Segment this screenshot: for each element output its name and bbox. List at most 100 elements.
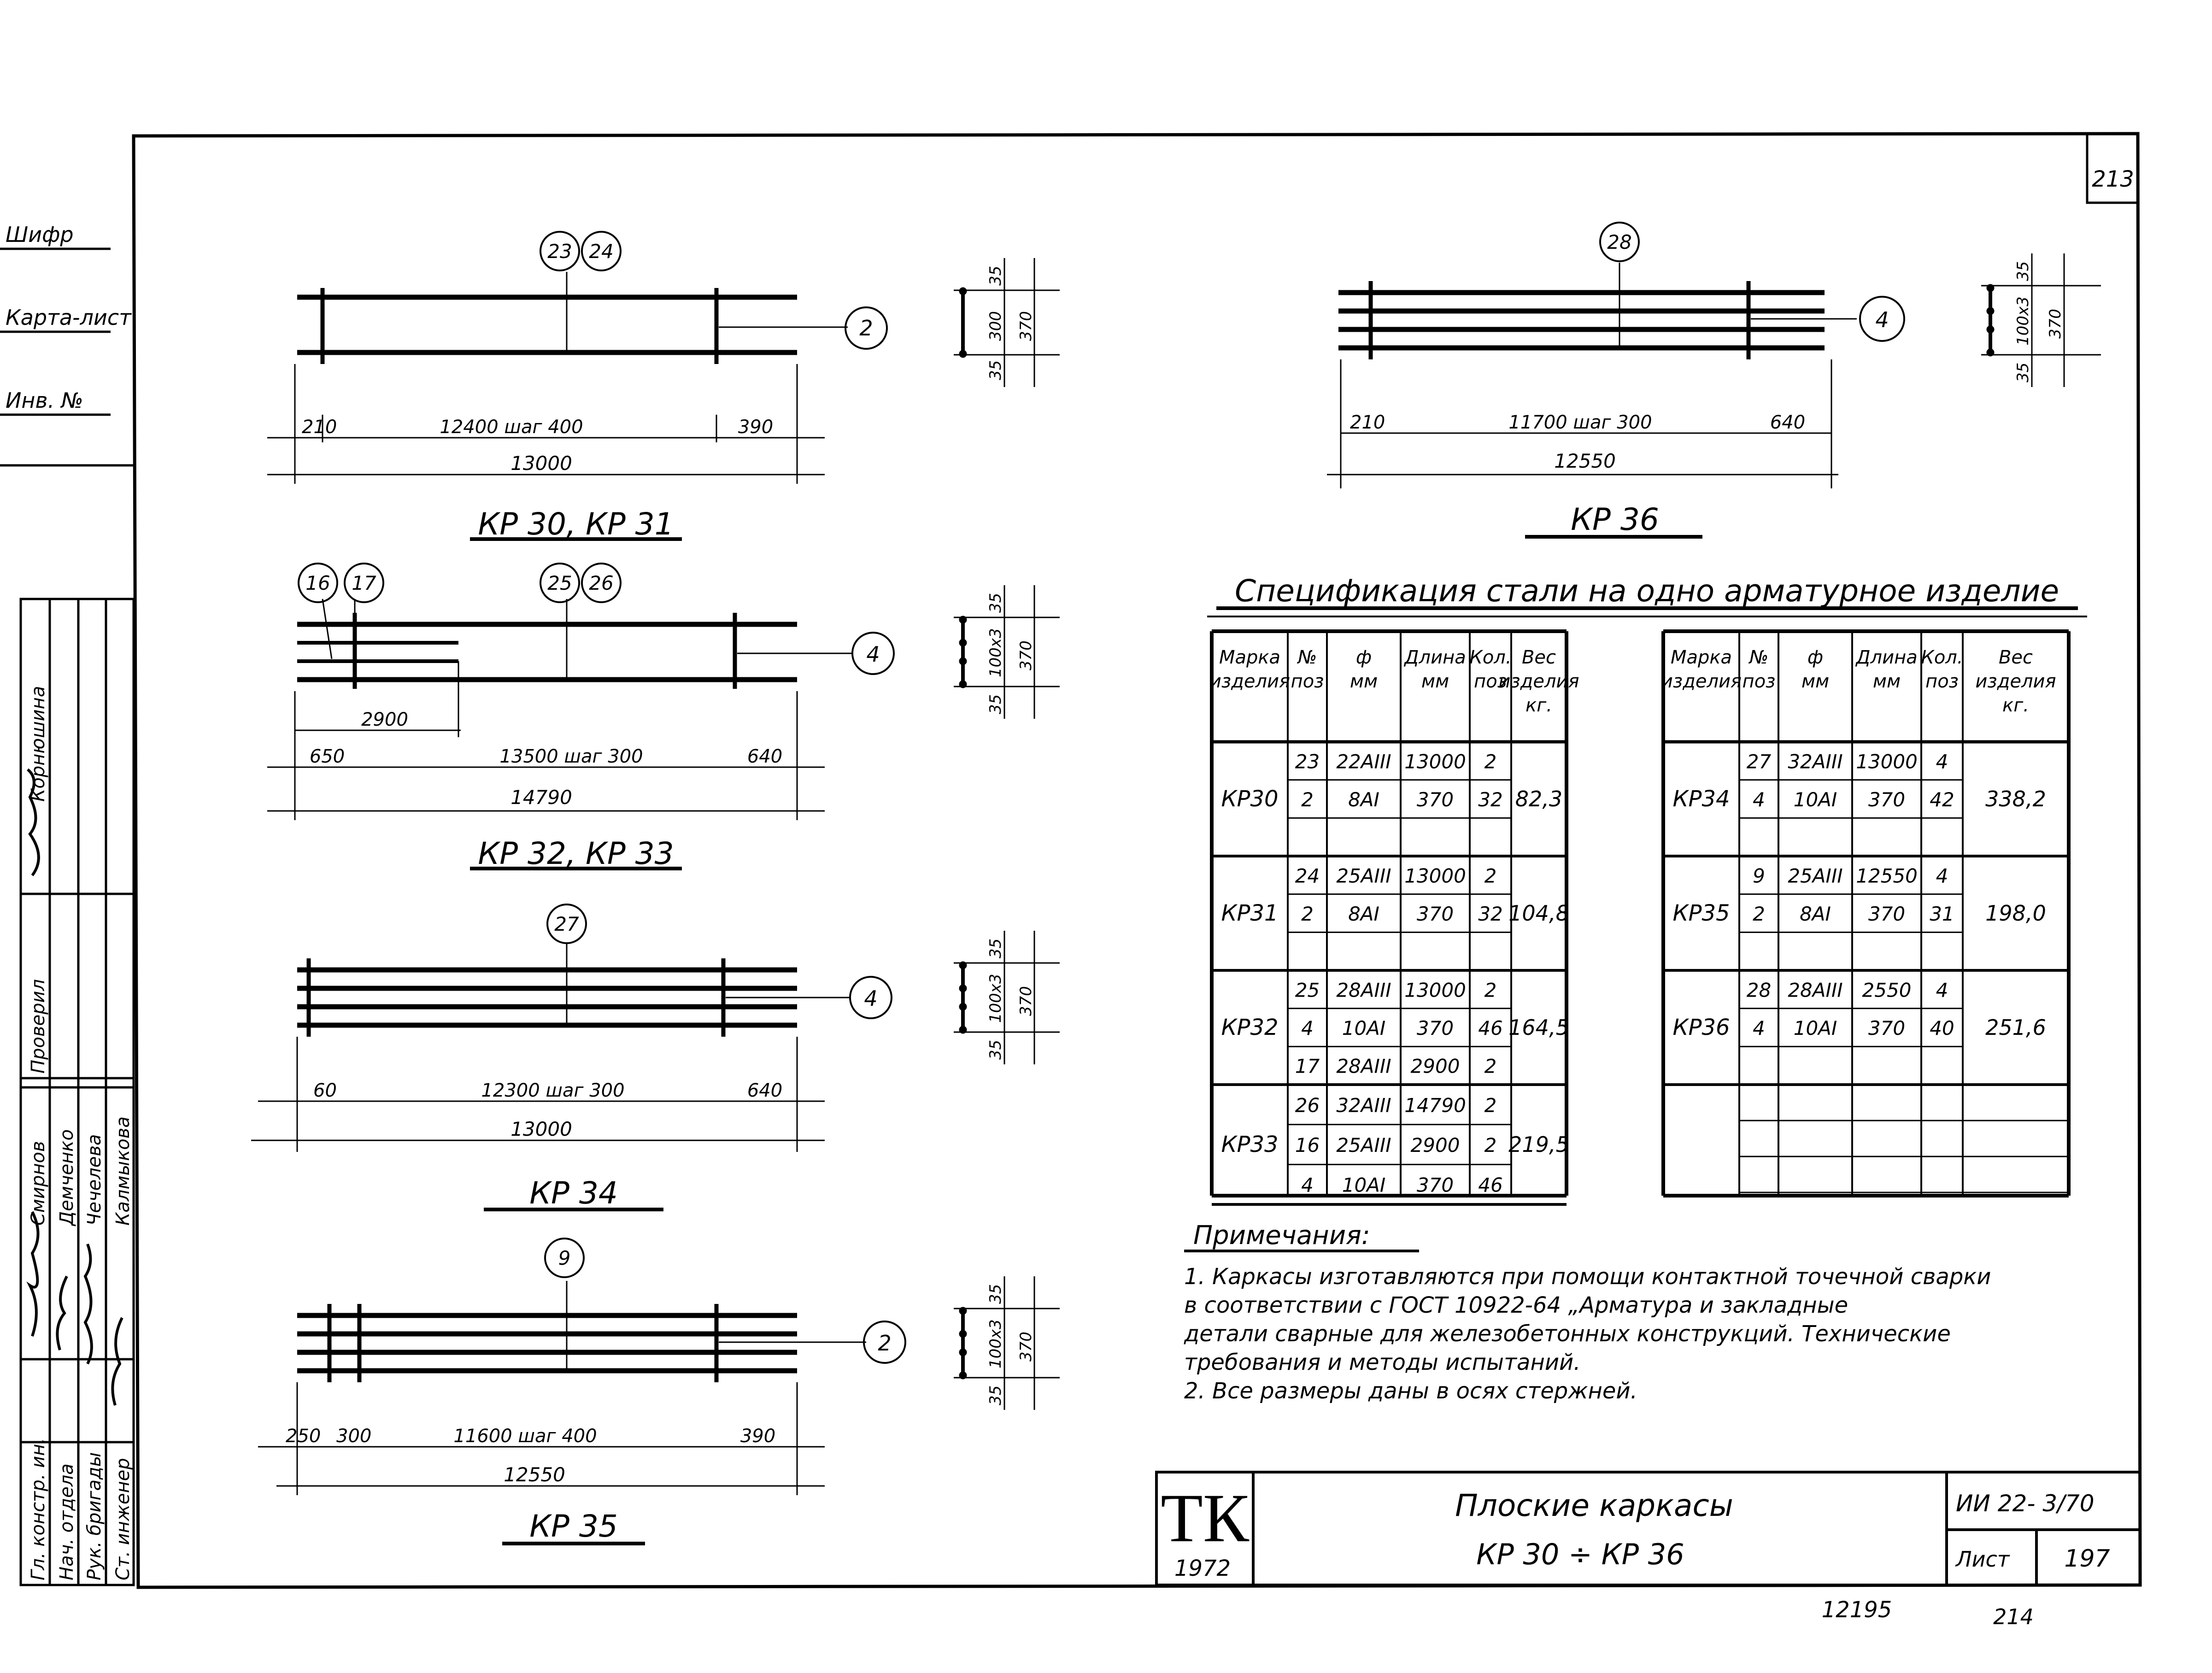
spec-right-mark-1: КР35	[1672, 900, 1730, 926]
signature-scribbles	[26, 768, 123, 1406]
section-kr35	[954, 1276, 1060, 1410]
kr30-sec-bot: 35	[986, 360, 1005, 380]
side-stamp	[0, 247, 135, 1586]
callout-26-label: 26	[589, 572, 613, 594]
spec-right-cell-1-1-0: 2	[1753, 903, 1765, 925]
kr34-dim-left: 60	[313, 1080, 337, 1101]
spec-right-cell-0-0-2: 13000	[1856, 750, 1918, 773]
spec-left-cell-2-0-3: 2	[1484, 979, 1497, 1001]
spec-right-cell-2-0-2: 2550	[1862, 979, 1912, 1001]
kr30-sec-total: 370	[1017, 311, 1035, 341]
kr35-sec-mid: 100x3	[986, 1319, 1005, 1368]
spec-left-cell-0-0-1: 22АIII	[1336, 750, 1391, 773]
spec-right-cell-1-1-1: 8АI	[1800, 903, 1831, 925]
notes-title: Примечания:	[1193, 1221, 1370, 1250]
stamp-name-4: Калмыкова	[112, 1116, 134, 1226]
callout-side-kr32	[851, 632, 895, 675]
drawing-kr30	[267, 231, 888, 541]
kr36-dim-right: 640	[1770, 412, 1805, 433]
spec-left-cell-3-1-0: 16	[1295, 1134, 1320, 1156]
kr34-sec-mid: 100x3	[986, 974, 1005, 1023]
spec-left-header-5-2: кг.	[1526, 695, 1552, 716]
kr30-dim-mid: 12400 шаг 400	[440, 417, 583, 438]
section-kr32	[954, 585, 1060, 719]
title-name-line2: КР 30 ÷ КР 36	[1476, 1538, 1684, 1571]
spec-left-cell-2-1-1: 10АI	[1342, 1017, 1386, 1039]
stamp-proveril-name: Корнюшина	[28, 686, 49, 802]
stamp-proveril-label: Проверил	[28, 979, 49, 1074]
spec-left-cell-1-1-1: 8АI	[1348, 903, 1379, 925]
spec-right-cell-2-0-1: 28АIII	[1788, 979, 1842, 1001]
callout-17-label: 17	[352, 572, 376, 594]
spec-title: Спецификация стали на одно арматурное из…	[1235, 573, 2059, 609]
title-year: 1972	[1174, 1556, 1231, 1581]
kr30-sec-top: 35	[986, 266, 1005, 286]
spec-left-mark-2: КР32	[1221, 1015, 1278, 1040]
kr36-dim-left: 210	[1350, 412, 1385, 433]
spec-left-cell-1-1-0: 2	[1301, 903, 1314, 925]
spec-left-header-0-1: изделия	[1209, 671, 1290, 692]
spec-left-cell-2-0-1: 28АIII	[1336, 979, 1391, 1001]
spec-left-mark-1: КР31	[1221, 900, 1278, 926]
callout-27	[546, 904, 587, 944]
spec-right-mark-2: КР36	[1672, 1015, 1730, 1040]
kr32-sec-bot: 35	[986, 694, 1005, 714]
kr32-dim-inner: 2900	[361, 709, 408, 730]
spec-left-cell-3-0-0: 26	[1295, 1094, 1320, 1116]
spec-right-header-2-1: мм	[1801, 671, 1829, 692]
section-kr30	[954, 258, 1060, 387]
kr32-sec-total: 370	[1017, 640, 1035, 670]
spec-right-cell-0-0-1: 32АIII	[1788, 750, 1842, 773]
callout-side-kr30-label: 2	[859, 316, 873, 340]
spec-right-header-5-2: кг.	[2002, 695, 2029, 716]
spec-right-cell-1-0-0: 9	[1753, 864, 1765, 887]
spec-left-header-1-0: №	[1297, 647, 1317, 668]
kr34-dim-total: 13000	[510, 1118, 572, 1140]
footer-right-number: 214	[1993, 1604, 2034, 1629]
kr35-title: КР 35	[529, 1509, 618, 1544]
kr35-dim-mid: 11600 шаг 400	[453, 1426, 597, 1447]
callout-side-kr36-label: 4	[1875, 307, 1889, 332]
spec-right-cell-2-1-1: 10АI	[1794, 1017, 1837, 1039]
spec-left-cell-1-0-3: 2	[1484, 864, 1497, 887]
title-sheet-no: 197	[2064, 1545, 2110, 1573]
spec-left-header-4-1: поз	[1474, 671, 1507, 692]
spec-right-weight-0: 338,2	[1985, 787, 2046, 811]
spec-right-cell-0-1-0: 4	[1753, 788, 1765, 811]
spec-right-cell-2-0-0: 28	[1747, 979, 1771, 1001]
spec-right-cell-2-0-3: 4	[1936, 979, 1948, 1001]
spec-left-cell-3-0-2: 14790	[1404, 1094, 1466, 1116]
kr34-sec-top: 35	[986, 939, 1005, 958]
notes: 1. Каркасы изготавляются при помощи конт…	[1184, 1262, 2152, 1405]
kr30-dim-total: 13000	[510, 452, 572, 475]
spec-right-cell-0-0-0: 27	[1747, 750, 1772, 773]
title-name-line1: Плоские каркасы	[1455, 1488, 1733, 1523]
spec-right-header-1-1: поз	[1743, 671, 1776, 692]
kr36-dim-mid: 11700 шаг 300	[1508, 412, 1652, 433]
note-line-1: 1. Каркасы изготавляются при помощи конт…	[1184, 1264, 1991, 1290]
section-kr34	[954, 931, 1060, 1064]
kr35-sec-top: 35	[986, 1284, 1005, 1304]
spec-table-text: Маркаизделия№позфммДлинаммКол.позВесизде…	[1209, 647, 2056, 1197]
callout-26	[581, 563, 622, 603]
spec-left-cell-3-2-3: 46	[1478, 1174, 1502, 1197]
spec-left-cell-3-2-2: 370	[1417, 1174, 1454, 1197]
callout-16	[298, 563, 338, 603]
kr35-sec-bot: 35	[986, 1385, 1005, 1405]
spec-left-header-5-1: изделия	[1498, 671, 1579, 692]
callout-24-label: 24	[589, 240, 613, 263]
callout-9	[544, 1238, 585, 1278]
note-line-3: детали сварные для железобетонных констр…	[1184, 1321, 1951, 1347]
stamp-name-3: Чечелева	[84, 1134, 105, 1226]
spec-left-header-5-0: Вес	[1522, 647, 1556, 668]
stamp-role-4: Ст. инженер	[112, 1458, 134, 1580]
kr36-sec-top: 35	[2014, 261, 2032, 281]
kr30-title: КР 30, КР 31	[478, 506, 674, 542]
kr32-dim-mid: 13500 шаг 300	[499, 746, 643, 767]
drawing-kr32	[267, 563, 895, 870]
spec-left-mark-3: КР33	[1221, 1132, 1278, 1157]
spec-right-weight-1: 198,0	[1985, 901, 2046, 926]
spec-left-weight-0: 82,3	[1515, 787, 1562, 811]
spec-left-cell-0-1-1: 8АI	[1348, 788, 1379, 811]
